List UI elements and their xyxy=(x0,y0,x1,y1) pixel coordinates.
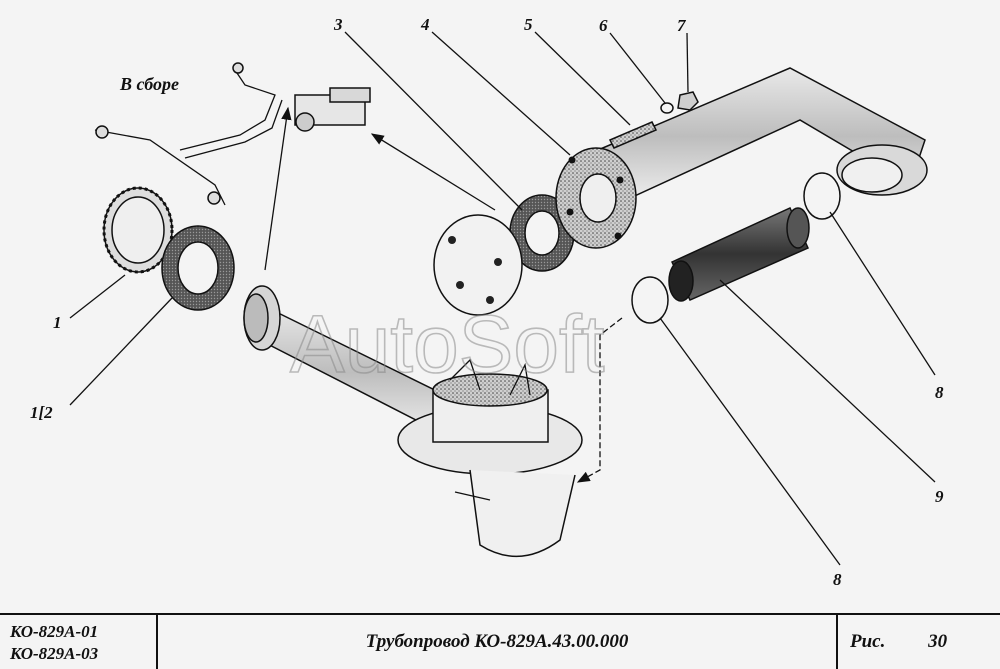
part-7-nut xyxy=(677,91,699,111)
figure-number: 30 xyxy=(928,631,948,652)
part-8-clamp-upper xyxy=(803,172,841,220)
leader-lines xyxy=(69,31,936,566)
exploded-view-drawing: AutoSoft В сборе 1 1[2 3 4 5 6 7 8 8 9 xyxy=(30,15,944,589)
flange-plate xyxy=(433,214,523,316)
assembly-thumbnail xyxy=(94,62,371,206)
part-2-gasket xyxy=(161,225,235,311)
part-6-washer xyxy=(660,102,674,114)
callout-6: 6 xyxy=(599,16,608,35)
part-5-stud xyxy=(608,121,658,149)
callout-9: 9 xyxy=(935,487,944,506)
drawing-title: Трубопровод КО-829А.43.00.000 xyxy=(158,615,838,669)
figure-label: Рис. xyxy=(850,631,886,652)
figure-reference: Рис. 30 xyxy=(838,615,1000,669)
callout-8-lower: 8 xyxy=(833,570,842,589)
part-9-hose xyxy=(668,207,810,302)
part-8-clamp-lower xyxy=(631,276,669,324)
part-1-cover xyxy=(102,186,174,274)
model-number-1: КО-829А-01 xyxy=(10,622,99,641)
callout-7: 7 xyxy=(677,16,687,35)
callout-1-2: 1[2 xyxy=(30,403,53,422)
callout-1: 1 xyxy=(53,313,62,332)
watermark: AutoSoft xyxy=(290,299,605,390)
callout-8-upper: 8 xyxy=(935,383,944,402)
assembly-label: В сборе xyxy=(119,74,179,94)
part-4-flange-pipe xyxy=(555,67,928,249)
title-block: КО-829А-01 КО-829А-03 Трубопровод КО-829… xyxy=(0,613,1000,669)
assembly-arrows xyxy=(264,106,623,483)
main-tube-housing xyxy=(243,285,583,557)
callout-5: 5 xyxy=(524,15,533,34)
callout-3: 3 xyxy=(333,15,343,34)
callout-4: 4 xyxy=(420,15,430,34)
model-numbers: КО-829А-01 КО-829А-03 xyxy=(0,615,158,669)
model-number-2: КО-829А-03 xyxy=(10,644,99,663)
